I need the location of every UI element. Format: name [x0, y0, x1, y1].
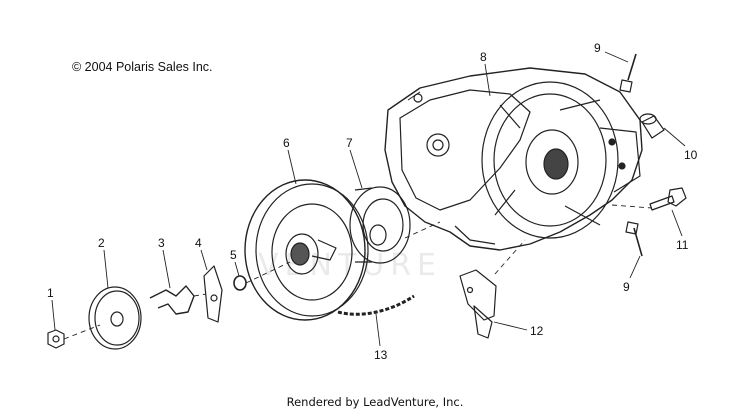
mounting-bracket [459, 269, 497, 339]
bushing [639, 113, 665, 139]
callout-10: 10 [684, 148, 698, 162]
assembly-lines [63, 204, 653, 340]
friction-plate [88, 286, 142, 350]
spring-cassette [349, 186, 411, 264]
recoil-housing [384, 67, 643, 251]
callout-9-bottom: 9 [623, 280, 630, 294]
pin-top [619, 53, 637, 93]
render-credit: Rendered by LeadVenture, Inc. [286, 395, 464, 409]
pin-bottom [625, 221, 643, 257]
pawl-spring [149, 285, 195, 315]
callout-3: 3 [158, 236, 165, 250]
copyright-notice: © 2004 Polaris Sales Inc. [72, 60, 213, 74]
callout-7: 7 [346, 136, 353, 150]
pawl [203, 265, 223, 323]
callout-9-top: 9 [594, 41, 601, 55]
callout-5: 5 [230, 248, 237, 262]
callout-12: 12 [530, 324, 544, 338]
starter-rope [337, 294, 415, 316]
callout-8: 8 [480, 50, 487, 64]
callout-1: 1 [47, 286, 54, 300]
recoil-pulley [244, 179, 369, 321]
callout-11: 11 [676, 238, 689, 252]
hex-nut [47, 329, 65, 349]
hex-bolt [649, 187, 687, 211]
callout-4: 4 [195, 236, 202, 250]
callout-13: 13 [374, 348, 388, 362]
watermark: VENTURE [258, 248, 443, 283]
callout-2: 2 [98, 236, 105, 250]
snap-ring [233, 275, 247, 291]
leader-lines [51, 51, 686, 347]
callout-6: 6 [283, 136, 290, 150]
